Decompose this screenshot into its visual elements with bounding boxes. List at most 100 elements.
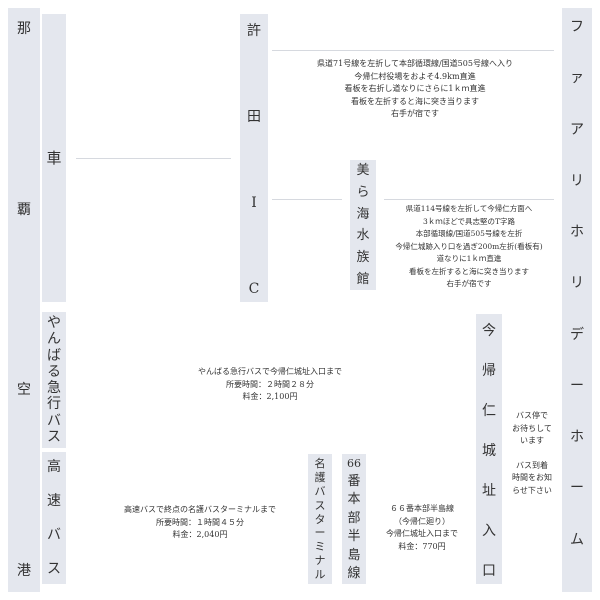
- nago-terminal-char: タ: [314, 512, 326, 526]
- kyoda-route-note: 県道71号線を左折して本部循環線/国道505号線へ入り 今帰仁村役場をおよそ4.…: [280, 58, 550, 121]
- nago-terminal-char: バ: [314, 484, 326, 498]
- destination-char: ホ: [570, 224, 584, 241]
- origin-char: 覇: [17, 201, 31, 218]
- nago-terminal-char: ル: [314, 568, 326, 581]
- route66-char: 島: [347, 547, 361, 563]
- destination-char: ァ: [570, 70, 584, 87]
- destination-char: フ: [570, 19, 584, 35]
- express-note: 高速バスで終点の名護バスターミナルまで 所要時間：１時間４５分 料金：2,040…: [90, 504, 310, 542]
- nakijin-char: 城: [482, 443, 496, 459]
- note-line: 看板を左折すると海に突き当ります: [351, 96, 479, 106]
- connector-aquarium-route: [384, 199, 554, 200]
- note-line: 今帰仁村役場をおよそ4.9km直進: [354, 71, 476, 81]
- nakijin-entrance-box: 今 帰 仁 城 址 入 口: [476, 314, 502, 584]
- note-line: ６６番本部半島線: [390, 504, 454, 513]
- note-line: 高速バスで終点の名護バスターミナルまで: [124, 505, 276, 514]
- nakijin-char: 帰: [482, 363, 496, 379]
- route66-note: ６６番本部半島線 （今帰仁廻り） 今帰仁城址入口まで 料金：770円: [368, 503, 476, 553]
- destination-char: リ: [570, 172, 584, 189]
- note-line: 料金：2,040円: [172, 530, 228, 539]
- aquarium-char: 水: [356, 228, 370, 244]
- note-line: 右手が宿です: [391, 109, 439, 118]
- destination-char: ム: [570, 531, 584, 548]
- note-line: お待ちして: [512, 423, 552, 433]
- aquarium-route-note: 県道114号線を左折して今帰仁方面へ 3ｋｍほどで具志堅のT字路 本部循環線/国…: [378, 203, 560, 291]
- route66-char: 線: [347, 566, 361, 581]
- nago-terminal-char: 護: [314, 470, 326, 484]
- note-line: （今帰仁廻り）: [394, 516, 450, 526]
- note-line: 本部循環線/国道505号線を左折: [415, 229, 523, 238]
- nago-terminal-char: ー: [314, 526, 326, 540]
- nakijin-char: 口: [482, 563, 496, 579]
- express-bus-char: ス: [47, 561, 61, 577]
- note-line: 県道71号線を左折して本部循環線/国道505号線へ入り: [317, 59, 513, 68]
- note-line: 道なりに1ｋｍ直進: [436, 254, 502, 263]
- express-bus-char: バ: [47, 527, 61, 543]
- yanbaru-bus-box: や ん ば る 急 行 バ ス: [42, 312, 66, 448]
- connector-kyoda-route: [272, 50, 554, 51]
- express-bus-char: 速: [47, 493, 61, 509]
- route66-char: 半: [347, 529, 361, 544]
- destination-holiday-home: フ ァ ア リ ホ リ デ ー ホ ー ム: [562, 8, 592, 592]
- nakijin-char: 仁: [482, 403, 496, 419]
- nago-terminal-char: ミ: [314, 540, 326, 554]
- express-bus-char: 高: [47, 459, 61, 475]
- yanbaru-bus-char: る: [47, 363, 61, 380]
- destination-char: ホ: [570, 429, 584, 446]
- car-box: 車: [42, 14, 66, 302]
- connector-kyoda-aquarium: [272, 199, 342, 200]
- express-bus-box: 高 速 バ ス: [42, 452, 66, 584]
- destination-char: リ: [570, 275, 584, 292]
- kyoda-ic-box: 許 田 I C: [240, 14, 268, 302]
- yanbaru-note: やんばる急行バスで今帰仁城址入口まで 所要時間：２時間２８分 料金：2,100円: [150, 366, 390, 404]
- yanbaru-bus-char: 行: [47, 396, 61, 413]
- origin-char: 空: [17, 382, 31, 399]
- nago-terminal-char: 名: [314, 457, 326, 470]
- yanbaru-bus-char: バ: [47, 412, 61, 429]
- car-label: 車: [46, 148, 62, 167]
- note-line: 県道114号線を左折して今帰仁方面へ: [405, 204, 533, 213]
- kyoda-ic-char: 許: [247, 23, 261, 39]
- route66-box: 66 番 本 部 半 島 線: [342, 454, 366, 584]
- nago-terminal-char: ス: [314, 498, 326, 512]
- nago-terminal-char: ナ: [314, 554, 326, 568]
- note-line: バス停で: [516, 411, 548, 420]
- pickup-note: バス停で お待ちして います バス到着 時間をお知 らせ下さい: [506, 410, 558, 497]
- note-line: 3ｋｍほどで具志堅のT字路: [422, 216, 516, 226]
- aquarium-char: 美: [356, 163, 370, 178]
- note-line: 所要時間：１時間４５分: [156, 517, 244, 527]
- note-line: 料金：2,100円: [242, 392, 298, 401]
- destination-char: ー: [570, 480, 584, 497]
- nakijin-char: 址: [482, 483, 496, 499]
- kyoda-ic-char: C: [248, 281, 260, 297]
- yanbaru-bus-char: や: [47, 315, 61, 331]
- note-line: バス到着: [516, 460, 548, 470]
- origin-naha-airport: 那 覇 空 港: [8, 8, 40, 592]
- yanbaru-bus-char: ス: [47, 428, 61, 445]
- aquarium-box: 美 ら 海 水 族 館: [350, 160, 376, 290]
- kyoda-ic-char: I: [251, 195, 257, 211]
- origin-char: 港: [17, 562, 31, 579]
- yanbaru-bus-char: ば: [47, 347, 61, 364]
- note-line: 所要時間：２時間２８分: [226, 379, 314, 389]
- note-line: 看板を右折し道なりにさらに1ｋｍ直進: [344, 84, 486, 93]
- note-line: 右手が宿です: [446, 279, 492, 288]
- destination-char: ア: [570, 121, 584, 138]
- note-line: やんばる急行バスで今帰仁城址入口まで: [198, 367, 342, 376]
- nago-terminal-box: 名 護 バ ス タ ー ミ ナ ル: [308, 454, 332, 584]
- yanbaru-bus-char: ん: [47, 331, 61, 348]
- origin-char: 那: [17, 21, 31, 37]
- yanbaru-bus-char: 急: [47, 380, 61, 397]
- note-line: 料金：770円: [398, 541, 446, 551]
- note-line: 看板を左折すると海に突き当ります: [409, 266, 529, 276]
- route66-char: 番: [347, 473, 361, 489]
- nakijin-char: 今: [482, 323, 496, 339]
- note-line: [506, 448, 558, 460]
- route66-char: 部: [347, 510, 361, 526]
- route66-char: 本: [347, 492, 361, 507]
- note-line: 時間をお知: [512, 473, 552, 482]
- destination-char: ー: [570, 377, 584, 394]
- destination-char: デ: [570, 326, 584, 343]
- aquarium-char: 海: [356, 206, 370, 222]
- aquarium-char: ら: [356, 184, 370, 200]
